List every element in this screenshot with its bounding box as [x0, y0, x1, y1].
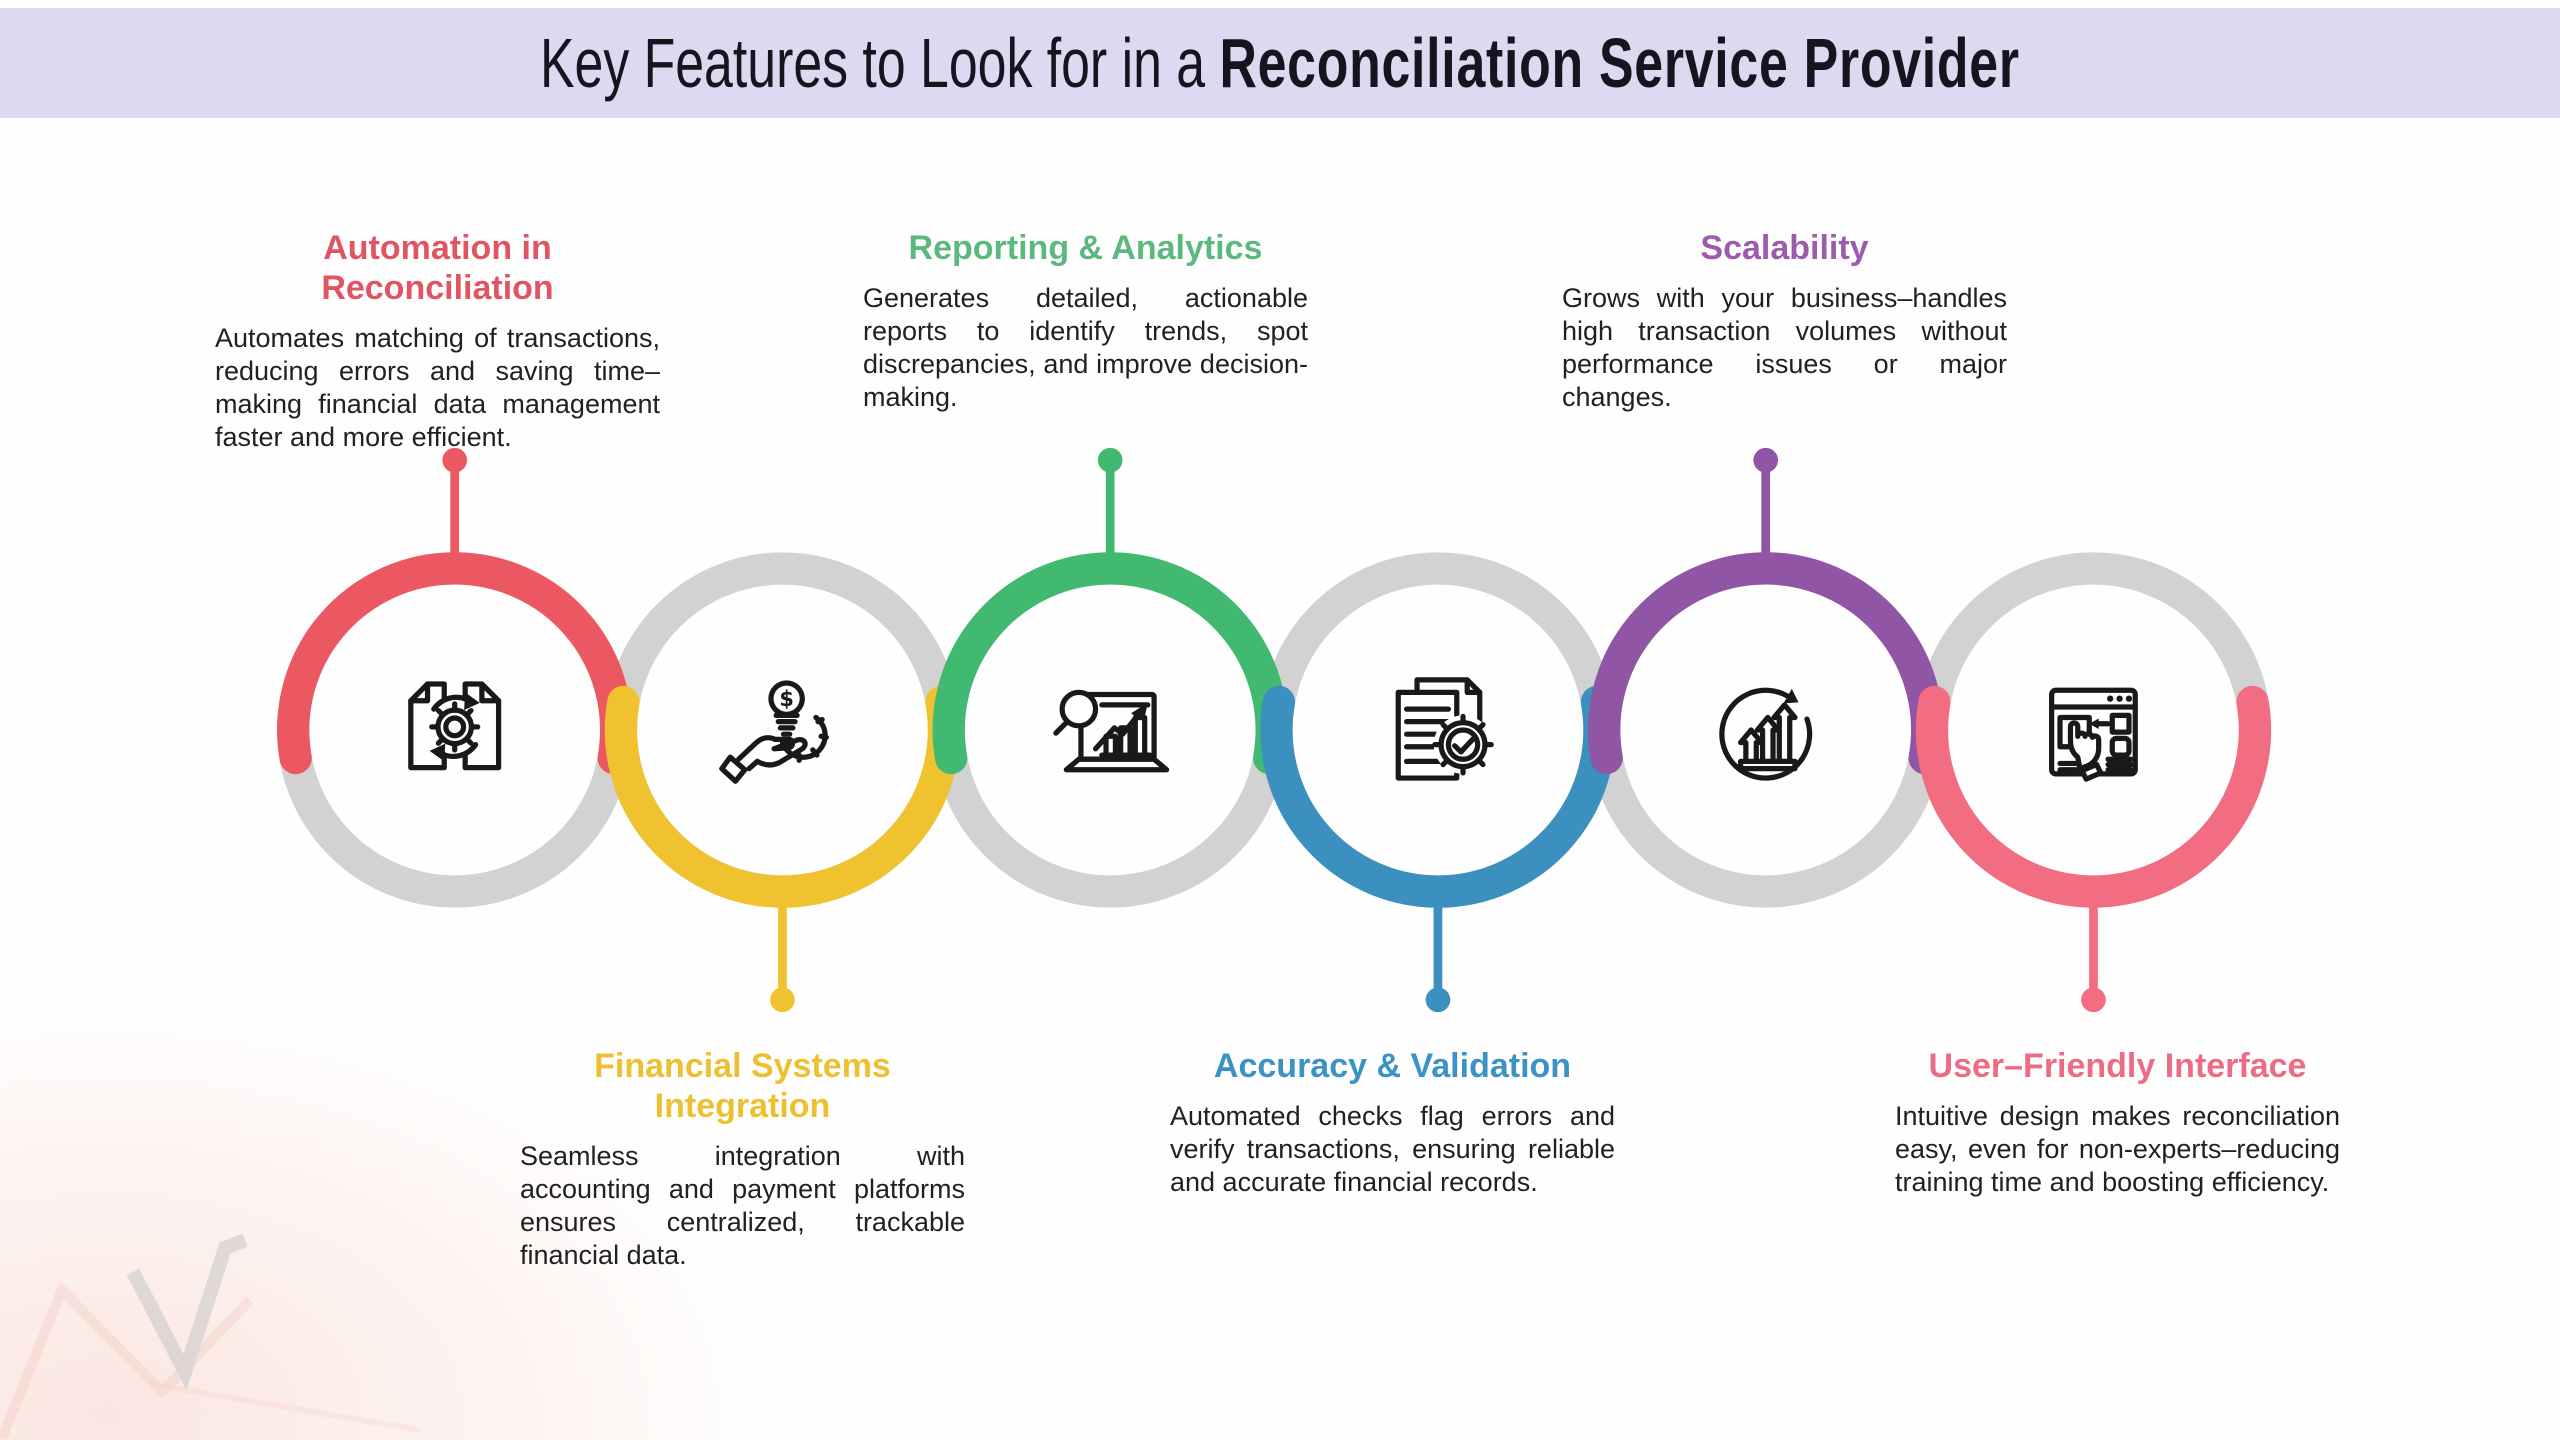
arc-accuracy	[1260, 685, 1616, 908]
feature-description: Intuitive design makes reconciliation ea…	[1895, 1101, 2340, 1197]
background-tint	[0, 920, 900, 1440]
page-title-bold: Reconciliation Service Provider	[1219, 24, 2020, 102]
arc-integration	[604, 685, 961, 908]
feature-description: Automates matching of transactions, redu…	[215, 323, 660, 452]
growth-arrows-icon	[1719, 687, 1813, 781]
watermark	[0, 1233, 421, 1440]
feature-text-integration: Financial Systems Integration Seamless i…	[520, 1046, 965, 1272]
feature-description: Generates detailed, actionable reports t…	[863, 283, 1308, 412]
feature-title: Financial Systems Integration	[594, 1047, 891, 1125]
watermark-zigzag	[0, 1281, 421, 1440]
svg-text:$: $	[779, 687, 794, 711]
feature-node-scalability	[1588, 447, 1944, 781]
arc-user-friendly	[1915, 685, 2272, 908]
arc-scalability	[1588, 552, 1944, 775]
feature-node-integration: $	[604, 680, 961, 1013]
sync-documents-icon	[408, 681, 502, 771]
watermark-v-mark	[126, 1233, 248, 1391]
feature-title: Accuracy & Validation	[1213, 1047, 1572, 1085]
feature-node-user-friendly	[1915, 685, 2272, 1013]
feature-title: Reporting & Analytics	[908, 229, 1263, 267]
connector-dot	[1425, 987, 1451, 1013]
feature-node-reporting	[932, 447, 1288, 775]
feature-text-user-friendly: User–Friendly Interface Intuitive design…	[1895, 1046, 2340, 1199]
feature-title: Scalability	[1700, 229, 1869, 267]
feature-node-accuracy	[1260, 677, 1616, 1013]
arc-automation	[277, 552, 633, 775]
connector-dot	[442, 447, 468, 473]
connector-dot	[770, 987, 795, 1013]
document-check-gear-icon	[1395, 677, 1494, 781]
watermark-v-path	[126, 1233, 248, 1391]
watermark-zigzag-line-2	[149, 1381, 421, 1433]
feature-description: Seamless integration with accounting and…	[520, 1141, 965, 1270]
feature-text-accuracy: Accuracy & Validation Automated checks f…	[1170, 1046, 1615, 1199]
feature-text-automation: Automation in Reconciliation Automates m…	[215, 228, 660, 454]
feature-title: User–Friendly Interface	[1928, 1047, 2307, 1085]
feature-description: Automated checks flag errors and verify …	[1170, 1101, 1615, 1197]
arc-reporting	[932, 552, 1288, 775]
page-title: Key Features to Look for in a Reconcilia…	[540, 23, 2020, 103]
header-band: Key Features to Look for in a Reconcilia…	[0, 8, 2560, 118]
feature-text-scalability: Scalability Grows with your business–han…	[1562, 228, 2007, 414]
connector-dot	[1753, 447, 1779, 473]
feature-text-reporting: Reporting & Analytics Generates detailed…	[863, 228, 1308, 414]
connector-dot	[2081, 987, 2106, 1013]
feature-title: Automation in Reconciliation	[321, 229, 554, 307]
feature-description: Grows with your business–handles high tr…	[1562, 283, 2007, 412]
watermark-zigzag-line	[0, 1281, 254, 1440]
analytics-chart-icon	[1053, 689, 1170, 773]
hand-coin-gear-icon: $	[719, 680, 829, 784]
feature-node-automation	[277, 447, 633, 775]
ui-window-pointer-icon	[2049, 687, 2138, 782]
connector-dot	[1097, 447, 1123, 473]
page-title-regular: Key Features to Look for in a	[540, 24, 1220, 102]
feature-ring-chain: $	[277, 447, 2272, 1013]
